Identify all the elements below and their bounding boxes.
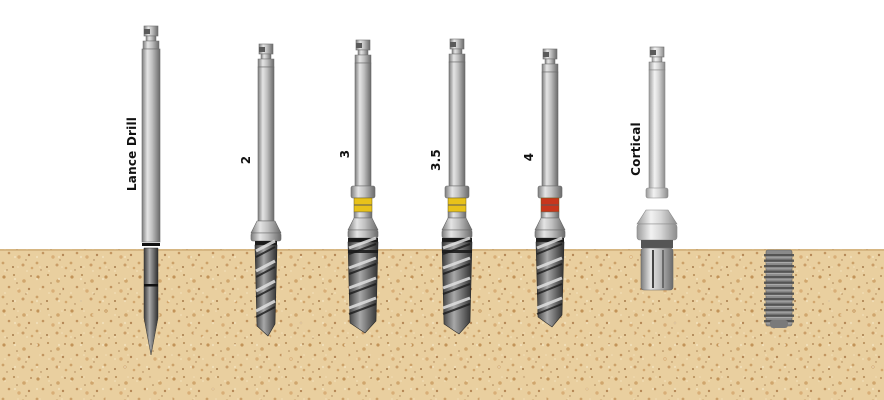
drill-label-lance: Lance Drill bbox=[125, 116, 139, 192]
drill-cortical bbox=[636, 46, 678, 291]
drill-twist bbox=[441, 38, 473, 335]
drill-twist bbox=[534, 48, 566, 328]
threaded-implant bbox=[764, 249, 794, 328]
drill-label-cortical: Cortical bbox=[629, 122, 643, 176]
drill-twist bbox=[347, 39, 379, 334]
drill-lance bbox=[141, 25, 161, 356]
bone-block bbox=[0, 249, 884, 400]
drill-label-3: 3 bbox=[338, 149, 352, 159]
drill-label-2: 2 bbox=[239, 155, 253, 165]
drill-twist bbox=[250, 43, 282, 337]
drill-label-3-5: 3.5 bbox=[429, 149, 443, 171]
drill-label-4: 4 bbox=[522, 152, 536, 162]
